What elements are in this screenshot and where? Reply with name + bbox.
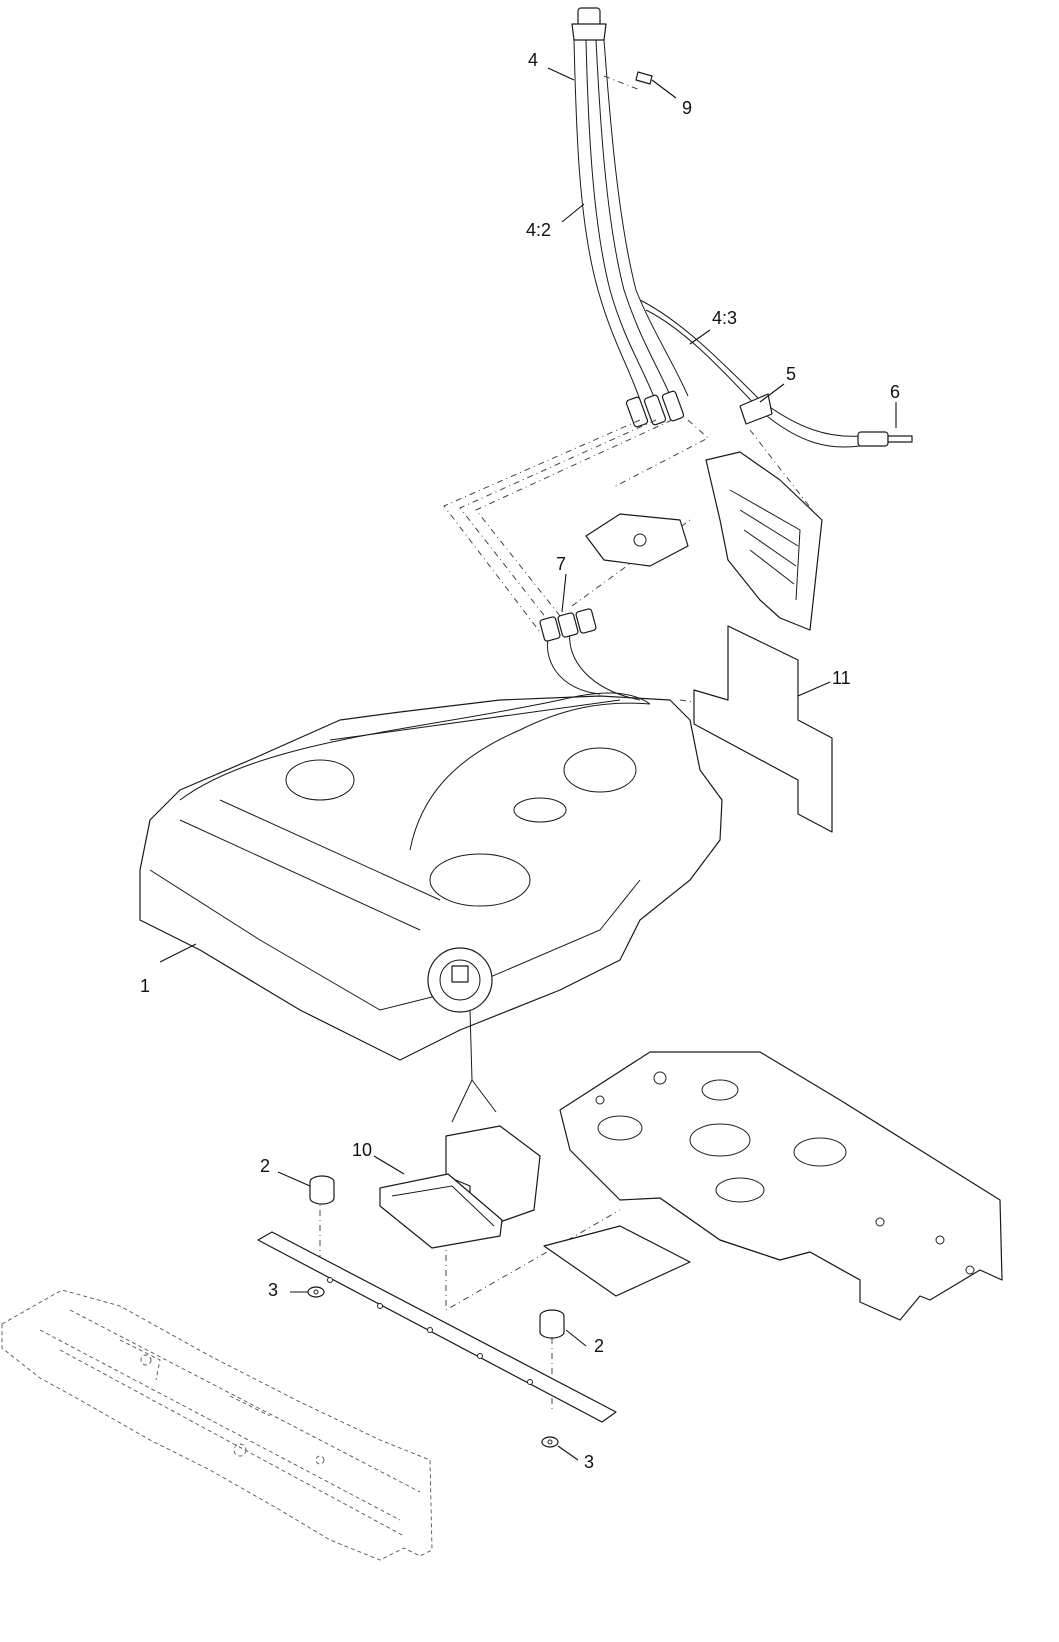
callout-3-right: 3 (584, 1452, 594, 1472)
callout-9: 9 (682, 98, 692, 118)
callout-2-right: 2 (594, 1336, 604, 1356)
nut-left (307, 1286, 325, 1298)
rubber-bumper-right (539, 1309, 565, 1339)
callout-3-left: 3 (268, 1280, 278, 1300)
callout-4: 4 (528, 50, 538, 70)
support-strip (257, 1231, 617, 1423)
mounting-plate (543, 1051, 1003, 1321)
callout-1: 1 (140, 976, 150, 996)
fuel-tank (139, 608, 723, 1123)
frame-phantom (1, 1289, 433, 1561)
callout-6: 6 (890, 382, 900, 402)
callout-2-left: 2 (260, 1156, 270, 1176)
callout-5: 5 (786, 364, 796, 384)
heat-shield (693, 625, 833, 833)
rubber-bumper-left (309, 1175, 335, 1205)
callout-11: 11 (832, 668, 851, 688)
callout-4-2: 4:2 (526, 220, 551, 240)
callout-7: 7 (556, 554, 566, 574)
leader-lines (159, 67, 897, 1461)
nut-right (541, 1436, 559, 1448)
callout-10: 10 (352, 1140, 372, 1160)
tank-bracket (379, 1125, 541, 1249)
callout-4-3: 4:3 (712, 308, 737, 328)
mounting-bracket (585, 451, 823, 631)
fuel-hose-assembly (571, 7, 913, 448)
